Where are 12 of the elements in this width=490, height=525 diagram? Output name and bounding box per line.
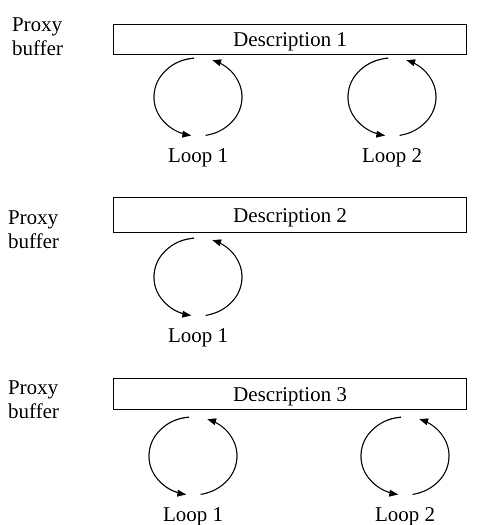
side-label: Proxy buffer <box>12 12 64 60</box>
side-label: Proxy buffer <box>8 205 60 254</box>
description-text: Description 3 <box>233 384 347 404</box>
side-label: Proxy buffer <box>8 375 60 424</box>
description-box <box>113 197 467 233</box>
description-text: Description 2 <box>233 204 347 226</box>
description-box <box>113 24 467 55</box>
description-box <box>113 378 467 410</box>
loop-label: Loop 1 <box>166 325 230 346</box>
loop-label: Loop 2 <box>360 145 424 166</box>
description-text: Description 1 <box>233 29 347 50</box>
loop-label: Loop 1 <box>166 145 230 166</box>
